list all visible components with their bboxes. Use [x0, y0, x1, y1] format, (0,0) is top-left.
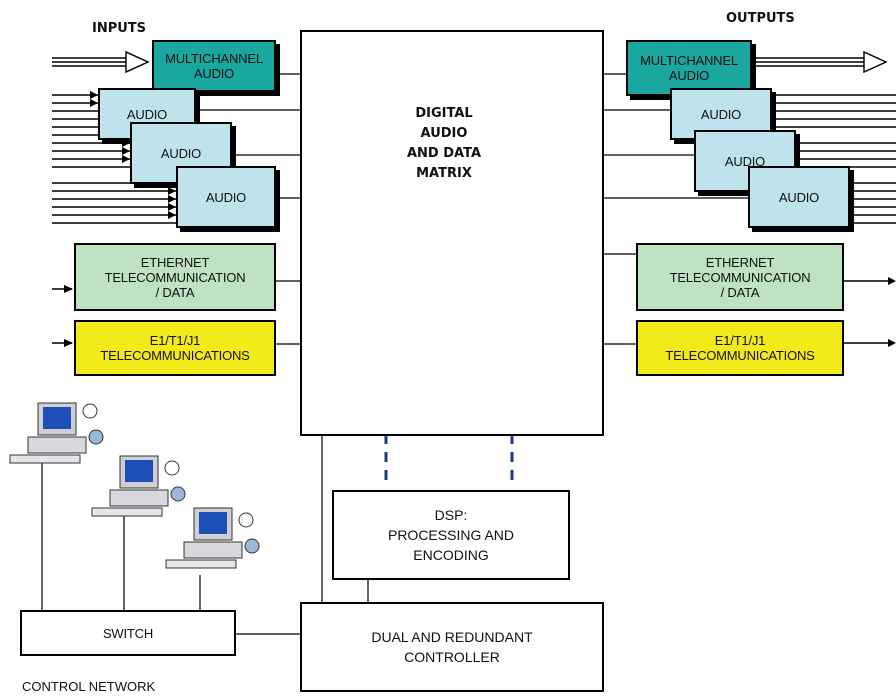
matrix-title: DIGITAL AUDIO AND DATA MATRIX — [384, 104, 504, 184]
box-label: MULTICHANNEL — [165, 51, 263, 66]
network-switch: SWITCH — [20, 610, 236, 656]
input-e1-t1-j1: E1/T1/J1 TELECOMMUNICATIONS — [74, 320, 276, 376]
box-label: E1/T1/J1 — [149, 333, 201, 348]
dual-redundant-controller: DUAL AND REDUNDANT CONTROLLER — [300, 602, 604, 692]
matrix-title-line: MATRIX — [416, 166, 472, 181]
box-label: TELECOMMUNICATIONS — [665, 348, 815, 363]
matrix-title-line: AUDIO — [420, 126, 468, 141]
box-label: AUDIO — [700, 106, 742, 122]
box-label: MULTICHANNEL — [640, 53, 738, 68]
control-network-caption: CONTROL NETWORK — [22, 679, 156, 694]
output-audio-3: AUDIO — [748, 166, 850, 228]
output-arrowheads — [888, 277, 896, 347]
box-label: DUAL AND REDUNDANT — [371, 629, 533, 645]
workstation-icon — [91, 455, 186, 517]
box-label: AUDIO — [724, 153, 766, 169]
box-label: AUDIO — [668, 68, 710, 83]
box-label: AUDIO — [205, 189, 247, 205]
box-label: E1/T1/J1 — [714, 333, 766, 348]
input-ethernet: ETHERNET TELECOMMUNICATION / DATA — [74, 243, 276, 311]
input-arrowheads — [64, 91, 176, 347]
digital-audio-data-matrix — [300, 30, 604, 436]
box-label: ETHERNET — [705, 254, 775, 270]
box-label: / DATA — [155, 284, 195, 300]
output-ethernet: ETHERNET TELECOMMUNICATION / DATA — [636, 243, 844, 311]
inputs-header: INPUTS — [92, 21, 147, 36]
workstation-icon — [165, 507, 260, 569]
box-label: AUDIO — [126, 106, 168, 122]
output-e1-t1-j1: E1/T1/J1 TELECOMMUNICATIONS — [636, 320, 844, 376]
outputs-header: OUTPUTS — [726, 11, 795, 26]
matrix-title-line: DIGITAL — [415, 106, 473, 121]
box-label: AUDIO — [778, 189, 820, 205]
box-label: / DATA — [720, 284, 760, 300]
input-audio-3: AUDIO — [176, 166, 276, 228]
box-label: TELECOMMUNICATION — [669, 269, 811, 285]
workstation-icon — [9, 402, 104, 464]
output-audio-1: AUDIO — [670, 88, 772, 140]
box-label: AUDIO — [193, 66, 235, 81]
box-label: SWITCH — [102, 625, 154, 641]
box-label: CONTROLLER — [404, 649, 500, 665]
box-label: AUDIO — [160, 145, 202, 161]
box-label: TELECOMMUNICATIONS — [100, 348, 250, 363]
control-network-lines — [41, 434, 369, 635]
box-label: ETHERNET — [140, 254, 210, 270]
input-multichannel-audio: MULTICHANNEL AUDIO — [152, 40, 276, 92]
matrix-title-line: AND DATA — [406, 146, 482, 161]
box-label: PROCESSING AND — [387, 527, 515, 543]
dsp-processing-encoding: DSP: PROCESSING AND ENCODING — [332, 490, 570, 580]
box-label: ENCODING — [413, 547, 489, 563]
box-label: TELECOMMUNICATION — [104, 269, 246, 285]
box-label: DSP: — [434, 507, 468, 523]
